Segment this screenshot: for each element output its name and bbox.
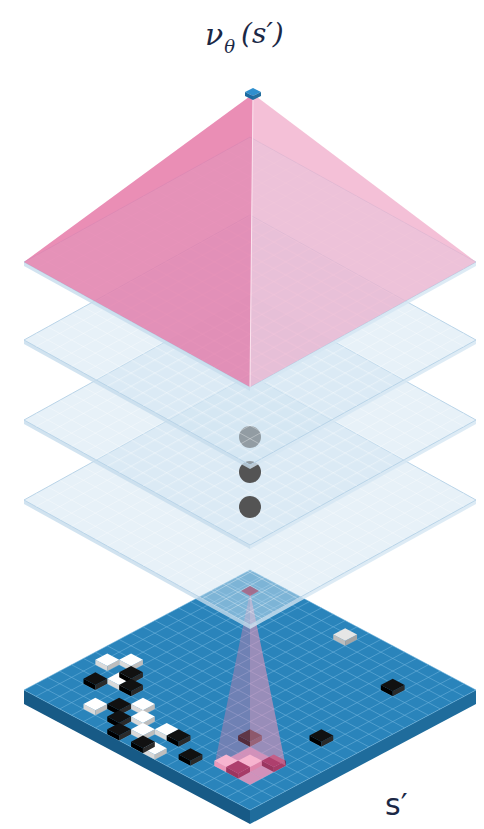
go-stone bbox=[95, 653, 119, 671]
layer-grid-line bbox=[48, 487, 274, 612]
go-stone bbox=[83, 698, 107, 716]
go-stone bbox=[107, 723, 131, 741]
stone-top bbox=[381, 679, 405, 692]
stone-top bbox=[131, 736, 155, 749]
pyramid-face bbox=[24, 94, 253, 387]
pyramid-edge bbox=[250, 94, 253, 387]
stone-top bbox=[167, 729, 191, 742]
stone-top bbox=[119, 666, 143, 679]
ellipsis-dot bbox=[239, 496, 261, 518]
layer-grid-line bbox=[226, 487, 452, 612]
stone-top bbox=[107, 698, 131, 711]
board-grid-line bbox=[95, 652, 321, 772]
stone-top bbox=[119, 679, 143, 692]
input-state-label: s′ bbox=[385, 790, 407, 820]
board-grid-line bbox=[179, 608, 405, 728]
output-argument: (s′) bbox=[241, 20, 284, 48]
board-grid-line bbox=[191, 602, 417, 722]
board-grid-line bbox=[107, 614, 333, 734]
stone-top bbox=[95, 653, 119, 666]
stone-top bbox=[119, 653, 143, 666]
stone-top bbox=[179, 748, 203, 761]
output-unit bbox=[245, 92, 253, 100]
stone-top bbox=[333, 628, 357, 641]
go-stone bbox=[309, 729, 333, 747]
output-unit bbox=[253, 92, 261, 100]
stone-top bbox=[83, 698, 107, 711]
stone-top bbox=[131, 710, 155, 723]
board-grid-line bbox=[83, 602, 309, 722]
stone-top bbox=[107, 710, 131, 723]
pyramid-face bbox=[250, 94, 476, 387]
stone-top bbox=[131, 723, 155, 736]
board-grid-line bbox=[250, 690, 476, 810]
board-grid-line bbox=[95, 608, 321, 728]
board-grid-line bbox=[167, 614, 393, 734]
stone-top bbox=[131, 698, 155, 711]
go-stone bbox=[83, 672, 107, 690]
go-stone bbox=[179, 748, 203, 766]
go-stone bbox=[167, 729, 191, 747]
output-symbol: ν bbox=[205, 20, 223, 50]
go-stone bbox=[119, 679, 143, 697]
board-grid-line bbox=[179, 652, 405, 772]
stone-top bbox=[107, 723, 131, 736]
go-stone bbox=[131, 736, 155, 754]
stone-top bbox=[83, 672, 107, 685]
stone-top bbox=[309, 729, 333, 742]
board-grid-line bbox=[24, 690, 250, 810]
output-pyramid bbox=[24, 88, 476, 387]
output-subscript: θ bbox=[224, 38, 235, 56]
go-stone bbox=[333, 628, 357, 646]
go-stone bbox=[381, 679, 405, 697]
layer-unit bbox=[241, 586, 259, 596]
